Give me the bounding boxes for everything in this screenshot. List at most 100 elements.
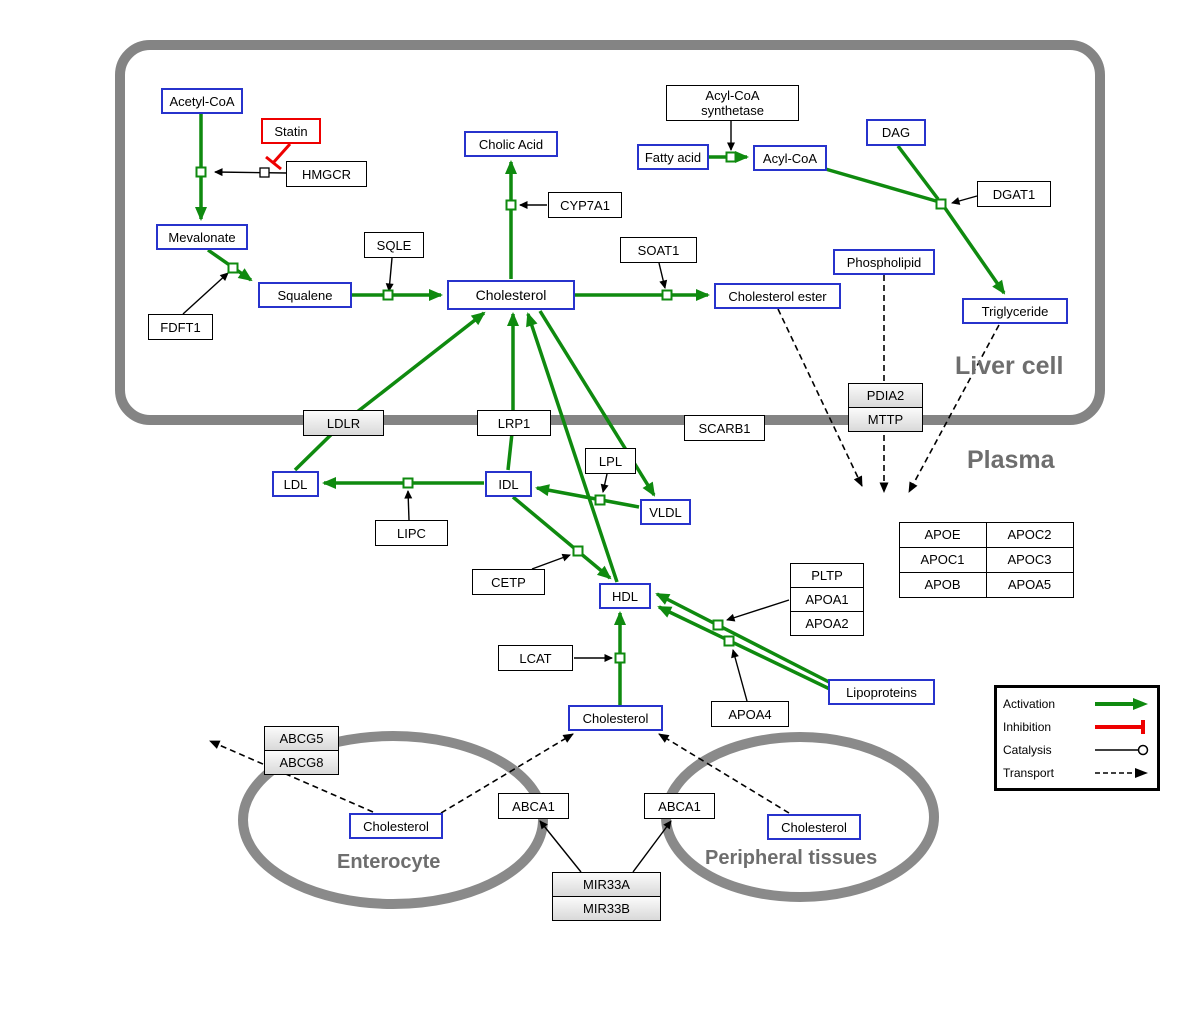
catalysis-circle-icon (1095, 744, 1149, 755)
node-cholesterol-peripheral[interactable]: Cholesterol (767, 814, 861, 840)
activation-edges (195, 114, 1006, 705)
node-acyl-coa[interactable]: Acyl-CoA (753, 145, 827, 171)
edge-junction-to-triglyceride (943, 207, 1006, 295)
inhibition-tbar-icon (1095, 719, 1145, 734)
node-apoc3[interactable]: APOC3 (985, 546, 1074, 573)
edge-fdft1-catalysis (182, 272, 229, 315)
catalysis-edges (182, 121, 978, 873)
edge-lpl-catalysis (600, 473, 609, 493)
node-apoc2[interactable]: APOC2 (985, 521, 1074, 548)
node-vldl[interactable]: VLDL (640, 499, 691, 525)
compartment-outlines (115, 40, 1105, 909)
edge-mir33-to-abca1-left (539, 820, 582, 873)
edge-lipoproteins-to-hdl-2 (657, 605, 837, 694)
node-dag[interactable]: DAG (866, 119, 926, 146)
edge-idl-to-liver-cholesterol (506, 312, 519, 471)
node-lpl[interactable]: LPL (585, 448, 636, 474)
node-cholic-acid[interactable]: Cholic Acid (464, 131, 558, 157)
edge-hdl-to-liver-cholesterol (526, 312, 619, 583)
liver-cell-outline (115, 40, 1105, 425)
node-ldlr[interactable]: LDLR (303, 410, 384, 436)
enterocyte-label: Enterocyte (337, 851, 441, 873)
node-dgat1[interactable]: DGAT1 (977, 181, 1051, 207)
node-phospholipid[interactable]: Phospholipid (833, 249, 935, 275)
node-cetp[interactable]: CETP (472, 569, 545, 595)
node-abcg8[interactable]: ABCG8 (264, 750, 339, 775)
edge-acylcoa-to-junction (821, 166, 937, 203)
node-lipc[interactable]: LIPC (375, 520, 448, 546)
node-fdft1[interactable]: FDFT1 (148, 314, 213, 340)
plasma-label: Plasma (967, 446, 1055, 474)
edge-dgat1-catalysis (951, 195, 978, 205)
node-lrp1[interactable]: LRP1 (477, 410, 551, 436)
node-scarb1[interactable]: SCARB1 (684, 415, 765, 441)
node-apoa1[interactable]: APOA1 (790, 587, 864, 612)
legend-transport-label: Transport (1003, 765, 1054, 780)
node-mevalonate[interactable]: Mevalonate (156, 224, 248, 250)
node-mir33b[interactable]: MIR33B (552, 896, 661, 921)
edge-idl-to-hdl (511, 495, 612, 580)
node-sqle[interactable]: SQLE (364, 232, 424, 258)
node-cholesterol-liver[interactable]: Cholesterol (447, 280, 575, 310)
node-mir33a[interactable]: MIR33A (552, 872, 661, 897)
node-squalene[interactable]: Squalene (258, 282, 352, 308)
node-acyl-coa-synthetase[interactable]: Acyl-CoA synthetase (666, 85, 799, 121)
edge-lipoproteins-to-hdl-1 (655, 592, 830, 684)
node-lipoproteins[interactable]: Lipoproteins (828, 679, 935, 705)
node-abcg5[interactable]: ABCG5 (264, 726, 339, 751)
edge-hmgcr-catalysis (214, 168, 287, 177)
node-mttp[interactable]: MTTP (848, 407, 923, 432)
node-apoe[interactable]: APOE (898, 521, 987, 548)
node-apoc1[interactable]: APOC1 (898, 546, 987, 573)
edge-mir33-to-abca1-right (632, 820, 672, 873)
edge-enterocyte-to-plasma-cholesterol (440, 733, 574, 814)
legend: Activation Inhibition Catalysis Transpor… (994, 685, 1160, 791)
node-apob[interactable]: APOB (898, 571, 987, 598)
edge-cetp-catalysis (531, 553, 571, 570)
node-acetyl-coa[interactable]: Acetyl-CoA (161, 88, 243, 114)
node-abca1-enterocyte[interactable]: ABCA1 (498, 793, 569, 819)
node-pdia2[interactable]: PDIA2 (848, 383, 923, 408)
node-abca1-peripheral[interactable]: ABCA1 (644, 793, 715, 819)
edge-peripheral-to-plasma-cholesterol (658, 733, 790, 814)
node-soat1[interactable]: SOAT1 (620, 237, 697, 263)
legend-catalysis-label: Catalysis (1003, 742, 1052, 757)
node-statin[interactable]: Statin (261, 118, 321, 144)
legend-catalysis-row: Catalysis (1003, 739, 1151, 761)
node-cholesterol-enterocyte[interactable]: Cholesterol (349, 813, 443, 839)
node-hmgcr[interactable]: HMGCR (286, 161, 367, 187)
legend-activation-label: Activation (1003, 696, 1056, 711)
enterocyte-outline (238, 731, 548, 909)
hmgcr-anchor-square (259, 167, 270, 178)
edge-dag-to-junction (896, 144, 940, 201)
liver-cell-label: Liver cell (955, 352, 1064, 380)
transport-edges (209, 275, 1000, 814)
node-triglyceride[interactable]: Triglyceride (962, 298, 1068, 324)
node-apoa4[interactable]: APOA4 (711, 701, 789, 727)
node-lcat[interactable]: LCAT (498, 645, 573, 671)
edge-vldl-to-idl (535, 484, 640, 509)
inhibition-edge-statin (265, 142, 292, 171)
edge-apoa-group-catalysis (726, 599, 790, 622)
transport-dashed-arrow-icon (1095, 767, 1148, 778)
node-ldl[interactable]: LDL (272, 471, 319, 497)
peripheral-tissues-label: Peripheral tissues (705, 847, 878, 869)
node-cyp7a1[interactable]: CYP7A1 (548, 192, 622, 218)
node-fatty-acid[interactable]: Fatty acid (637, 144, 709, 170)
node-apoa2[interactable]: APOA2 (790, 611, 864, 636)
node-cholesterol-plasma[interactable]: Cholesterol (568, 705, 663, 731)
node-apoa5[interactable]: APOA5 (985, 571, 1074, 598)
apolipoprotein-table: APOE APOC2 APOC1 APOC3 APOB APOA5 (898, 521, 1074, 598)
edge-cholesterolester-to-plasma (777, 308, 863, 487)
node-pltp[interactable]: PLTP (790, 563, 864, 588)
node-cholesterol-ester[interactable]: Cholesterol ester (714, 283, 841, 309)
node-hdl[interactable]: HDL (599, 583, 651, 609)
edge-soat1-catalysis (658, 262, 668, 289)
edge-sqle-catalysis (385, 257, 394, 292)
legend-inhibition-label: Inhibition (1003, 719, 1052, 734)
activation-arrow-icon (1095, 697, 1148, 710)
node-idl[interactable]: IDL (485, 471, 532, 497)
legend-activation-row: Activation (1003, 693, 1151, 715)
